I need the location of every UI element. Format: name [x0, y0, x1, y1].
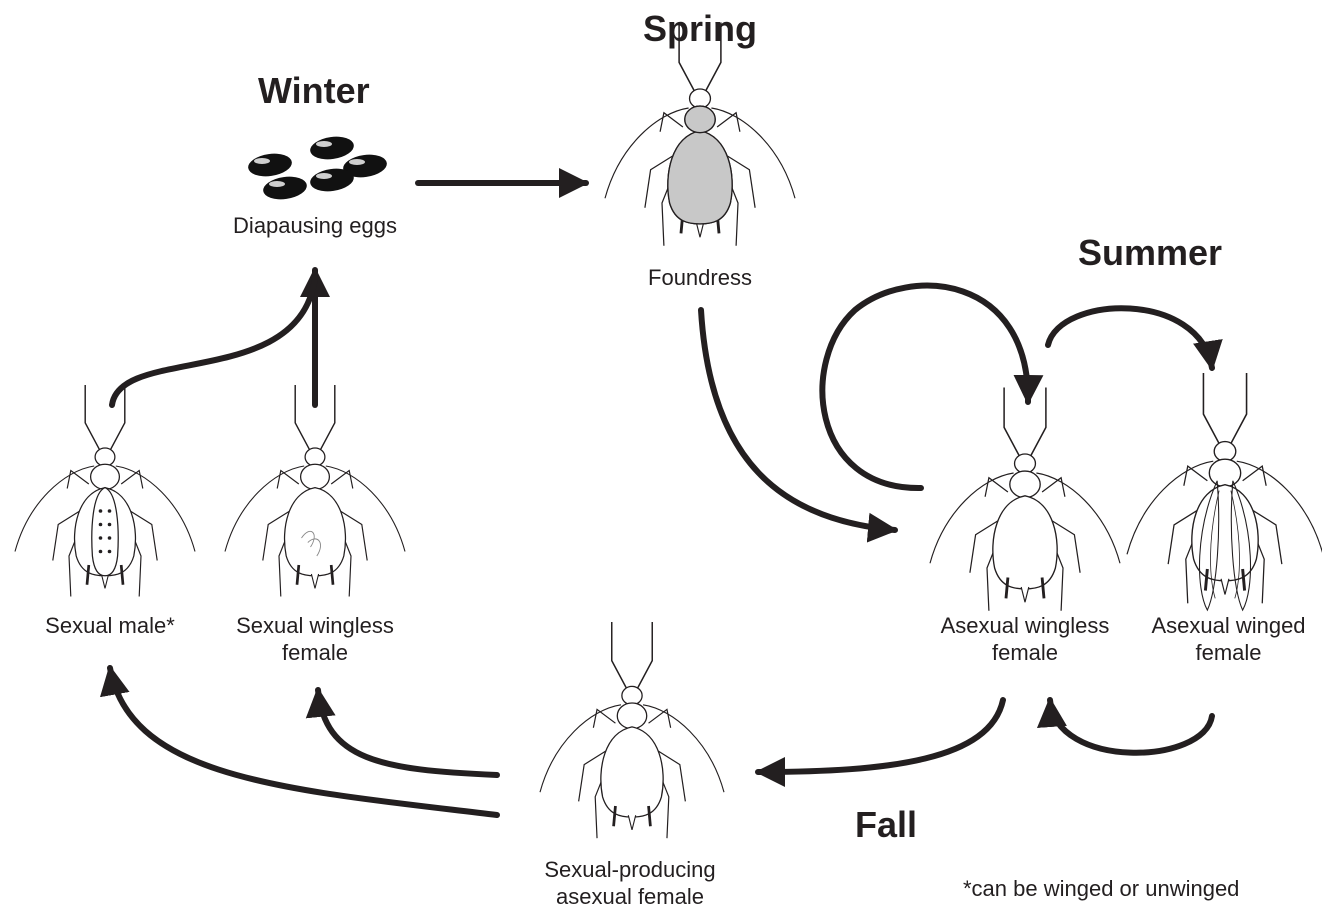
sexual-wingless-female-aphid-icon	[225, 385, 405, 597]
season-summer-title: Summer	[1078, 232, 1222, 274]
label-asexual-wingless-female: Asexual wingless female	[920, 612, 1130, 666]
sexual-producing-female-aphid-icon	[540, 622, 724, 838]
label-asexual-winged-female: Asexual winged female	[1135, 612, 1322, 666]
footnote: *can be winged or unwinged	[963, 876, 1239, 902]
season-spring-title: Spring	[643, 8, 757, 50]
season-winter-title: Winter	[258, 70, 370, 112]
arrow-sexual-producing-to-sexual-male	[110, 668, 497, 815]
arrow-winged-to-asexual-wingless	[1050, 700, 1212, 753]
arrow-asexual-wingless-loop	[822, 286, 1028, 488]
label-sexual-producing-line2: asexual female	[530, 883, 730, 910]
asexual-winged-female-aphid-icon	[1127, 373, 1322, 610]
arrow-asexual-wingless-to-winged	[1048, 308, 1212, 368]
label-asexual-wingless-line1: Asexual wingless	[920, 612, 1130, 639]
sexual-male-aphid-icon	[15, 385, 195, 597]
foundress-aphid-icon	[605, 22, 795, 245]
asexual-wingless-female-aphid-icon	[930, 388, 1120, 611]
label-sexual-wingless-line1: Sexual wingless	[215, 612, 415, 639]
arrow-asexual-wingless-to-sexual-producing	[758, 700, 1003, 772]
label-foundress: Foundress	[600, 264, 800, 291]
arrow-sexual-male-to-eggs	[112, 278, 315, 405]
arrow-foundress-to-asexual-wingless	[701, 310, 895, 530]
label-sexual-male: Sexual male*	[20, 612, 200, 639]
label-sexual-producing-line1: Sexual-producing	[530, 856, 730, 883]
label-asexual-wingless-line2: female	[920, 639, 1130, 666]
arrow-sexual-producing-to-sexual-wingless	[318, 690, 497, 775]
label-sexual-producing-female: Sexual-producing asexual female	[530, 856, 730, 910]
label-sexual-wingless-line2: female	[215, 639, 415, 666]
label-diapausing-eggs: Diapausing eggs	[215, 212, 415, 239]
label-asexual-winged-line1: Asexual winged	[1135, 612, 1322, 639]
diapausing-eggs-icon	[247, 134, 389, 202]
label-sexual-wingless-female: Sexual wingless female	[215, 612, 415, 666]
label-asexual-winged-line2: female	[1135, 639, 1322, 666]
season-fall-title: Fall	[855, 804, 917, 846]
